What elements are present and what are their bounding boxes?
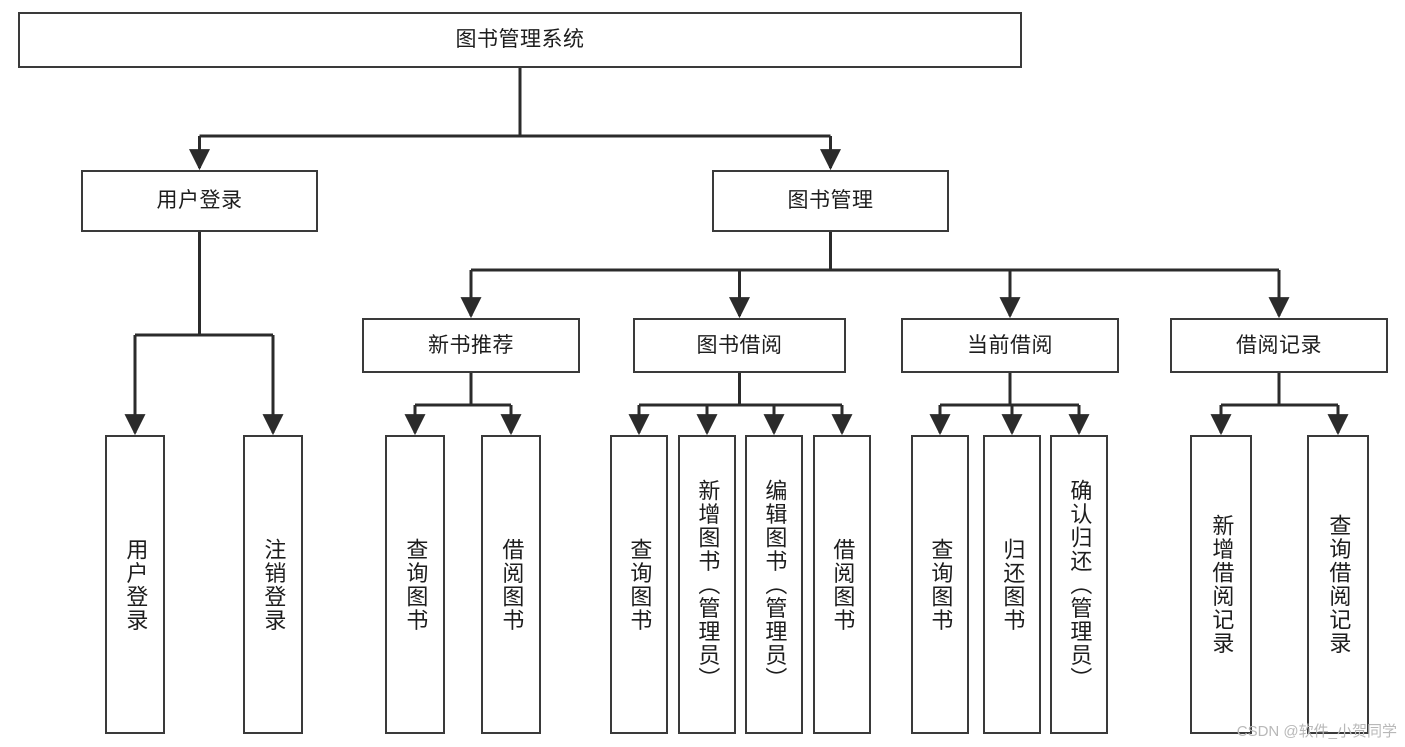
leaf-query-book-rec[interactable]: 查询图书 (385, 435, 445, 734)
node-label: 新增借阅记录 (1209, 514, 1235, 655)
leaf-borrow-book-rec[interactable]: 借阅图书 (481, 435, 541, 734)
leaf-add-book-admin[interactable]: 新增图书（管理员） (678, 435, 736, 734)
node-book-borrow[interactable]: 图书借阅 (633, 318, 846, 373)
node-label: 图书管理系统 (455, 28, 585, 52)
node-label: 归还图书 (1000, 537, 1026, 632)
node-current-borrow[interactable]: 当前借阅 (901, 318, 1119, 373)
node-label: 用户登录 (123, 537, 149, 632)
node-new-book-recommend[interactable]: 新书推荐 (362, 318, 580, 373)
node-root-book-management-system[interactable]: 图书管理系统 (18, 12, 1022, 68)
node-label: 查询图书 (928, 537, 954, 632)
node-label: 新书推荐 (428, 333, 514, 357)
node-label: 借阅记录 (1236, 333, 1322, 357)
node-label: 确认归还（管理员） (1067, 478, 1093, 691)
node-label: 图书借阅 (696, 333, 783, 357)
node-label: 当前借阅 (967, 333, 1053, 357)
node-label: 新增图书（管理员） (695, 478, 721, 691)
node-label: 借阅图书 (499, 537, 525, 632)
watermark: CSDN @软件_小贺同学 (1236, 723, 1397, 740)
leaf-edit-book-admin[interactable]: 编辑图书（管理员） (745, 435, 803, 734)
leaf-add-borrow-record[interactable]: 新增借阅记录 (1190, 435, 1252, 734)
leaf-query-borrow-record[interactable]: 查询借阅记录 (1307, 435, 1369, 734)
node-label: 用户登录 (156, 189, 243, 213)
leaf-user-login[interactable]: 用户登录 (105, 435, 165, 734)
node-user-login[interactable]: 用户登录 (81, 170, 318, 232)
node-label: 借阅图书 (830, 537, 856, 632)
node-label: 图书管理 (787, 189, 874, 213)
node-label: 编辑图书（管理员） (762, 478, 788, 691)
leaf-query-book-current[interactable]: 查询图书 (911, 435, 969, 734)
node-label: 注销登录 (261, 537, 287, 632)
leaf-query-book-borrow[interactable]: 查询图书 (610, 435, 668, 734)
leaf-logout[interactable]: 注销登录 (243, 435, 303, 734)
leaf-borrow-book-borrow[interactable]: 借阅图书 (813, 435, 871, 734)
leaf-confirm-return-admin[interactable]: 确认归还（管理员） (1050, 435, 1108, 734)
leaf-return-book[interactable]: 归还图书 (983, 435, 1041, 734)
node-label: 查询图书 (627, 537, 653, 632)
node-borrow-record[interactable]: 借阅记录 (1170, 318, 1388, 373)
node-label: 查询图书 (403, 537, 429, 632)
node-book-management[interactable]: 图书管理 (712, 170, 949, 232)
node-label: 查询借阅记录 (1326, 514, 1352, 655)
